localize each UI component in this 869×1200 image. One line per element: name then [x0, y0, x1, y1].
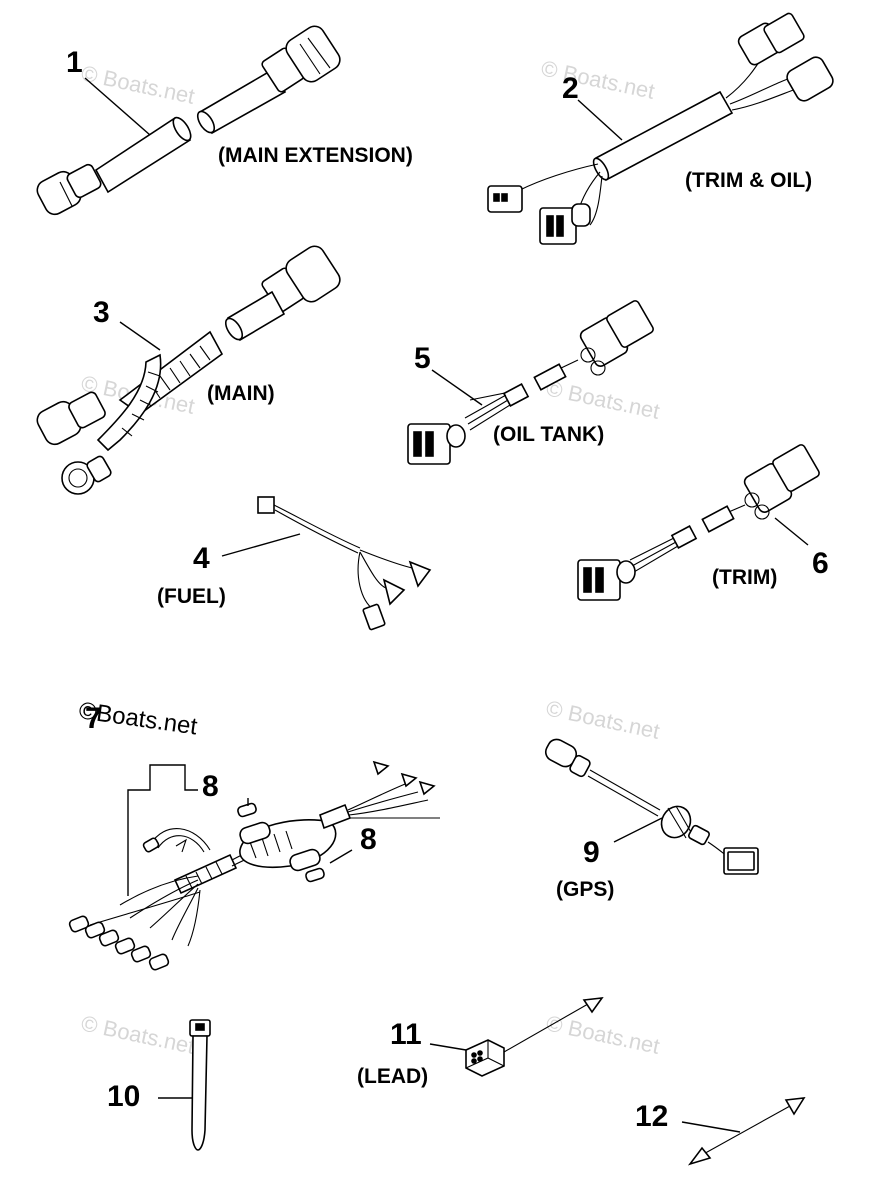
part-number: 7 — [85, 702, 102, 735]
part-4-fuel: 4 (FUEL) — [157, 496, 432, 631]
connector-socket-right — [261, 25, 341, 93]
part-number: 1 — [66, 46, 83, 79]
part-3-main: 3 (MAIN) — [36, 245, 341, 495]
part-number: 11 — [390, 1018, 422, 1051]
connector-socket-top — [261, 245, 341, 313]
watermark: © Boats.net — [544, 695, 662, 743]
connector-top-right — [743, 444, 820, 520]
watermark: © Boats.net — [544, 375, 662, 423]
part-6-trim: 6 (TRIM) — [577, 444, 829, 601]
part-label: (MAIN) — [207, 382, 275, 405]
part-9-gps: 9 (GPS) — [544, 738, 759, 901]
part-label: (GPS) — [556, 878, 614, 901]
connector-plug-left — [36, 163, 102, 216]
watermark: © Boats.net — [79, 60, 197, 108]
part-label: (MAIN EXTENSION) — [218, 144, 413, 167]
connector-left — [487, 185, 523, 213]
part-label: (OIL TANK) — [493, 423, 604, 446]
watermark: © Boats.net — [544, 1010, 662, 1058]
part-label: (TRIM) — [712, 566, 777, 589]
part-number: 4 — [193, 542, 210, 575]
part-10-cable-tie: 10 — [107, 1019, 211, 1151]
part-number: 5 — [414, 342, 431, 375]
watermark: © Boats.net — [539, 55, 657, 103]
part-5-oil-tank: 5 (OIL TANK) — [407, 300, 654, 465]
part-8-sleeve: 8 8 — [202, 770, 377, 883]
part-12: 12 — [635, 1097, 806, 1166]
part-number: 12 — [635, 1100, 668, 1133]
connector-top-right — [579, 300, 654, 376]
part-number: 2 — [562, 72, 579, 105]
part-number: 3 — [93, 296, 110, 329]
part-2-trim-oil: 2 (TRIM & OIL) — [487, 12, 834, 245]
part-number: 6 — [812, 547, 829, 580]
connector-plug-bottom — [61, 455, 112, 495]
connector-top-right — [737, 12, 805, 66]
connector-mid-right — [786, 56, 834, 102]
part-11-lead: 11 (LEAD) — [357, 997, 604, 1088]
connector-bottom — [539, 203, 591, 245]
part-7-harness: ©Boats.net 7 — [68, 697, 440, 971]
connector-plug-left — [36, 391, 106, 446]
part-label: (TRIM & OIL) — [685, 169, 812, 192]
part-number: 8 — [202, 770, 219, 803]
part-number: 9 — [583, 836, 600, 869]
watermark: © Boats.net — [79, 1010, 197, 1058]
part-label: (LEAD) — [357, 1065, 428, 1088]
connector-left — [577, 559, 636, 601]
part-label: (FUEL) — [157, 585, 226, 608]
part-number: 10 — [107, 1080, 140, 1113]
part-number: 8 — [360, 823, 377, 856]
connector-left — [407, 423, 466, 465]
part-1-main-extension: 1 (MAIN EXTENSION) — [36, 25, 413, 216]
